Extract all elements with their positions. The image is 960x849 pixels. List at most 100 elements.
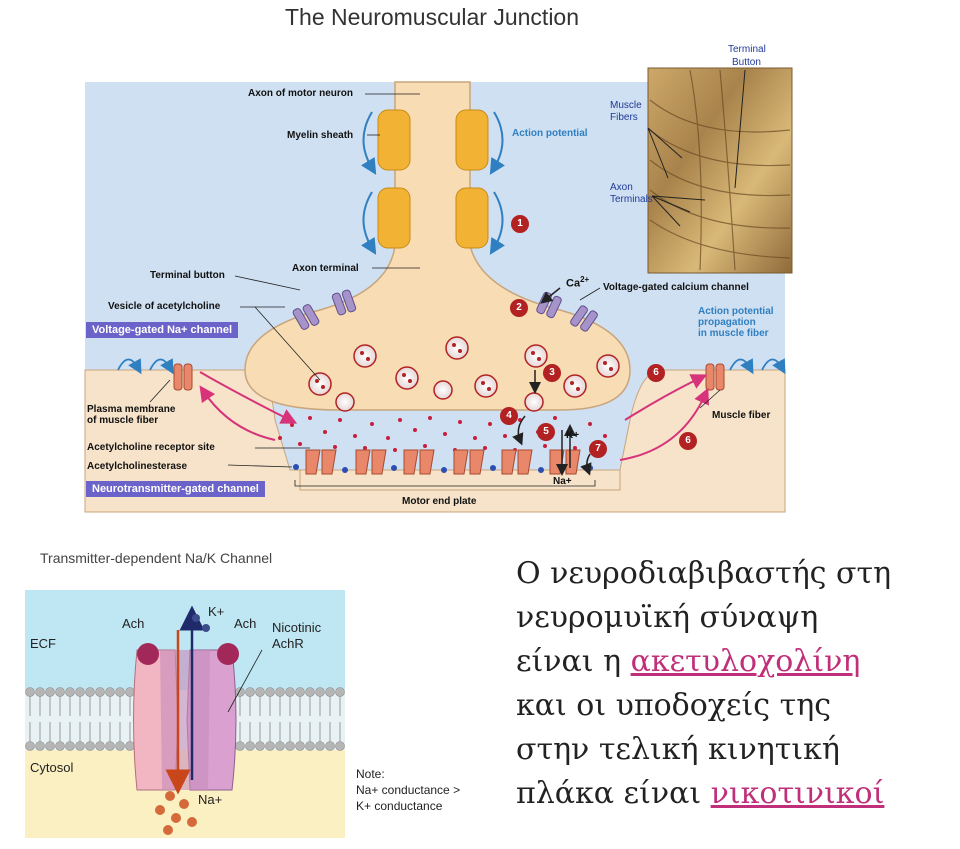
label-ap-propagation-3: in muscle fiber [698, 328, 769, 339]
lipid-head [65, 741, 75, 751]
label-cytosol: Cytosol [30, 760, 74, 775]
label-motor-end-plate: Motor end plate [402, 496, 477, 507]
label-ach-right: Ach [234, 616, 257, 631]
photo-label-fibers: Fibers [610, 112, 638, 123]
step-marker: 6 [647, 364, 665, 382]
label-axon: Axon of motor neuron [248, 88, 353, 99]
lipid-head [65, 687, 75, 697]
label-ap-propagation-2: propagation [698, 317, 756, 328]
greek-caption: Ο νευροδιαβιβαστής στη νευρομυϊκή σύναψη… [516, 552, 960, 816]
step-marker: 5 [537, 423, 555, 441]
label-ecf: ECF [30, 636, 56, 651]
label-plasma-membrane-1: Plasma membrane [87, 404, 176, 415]
note-line-2: Na+ conductance > [356, 783, 461, 797]
lipid-head [315, 741, 325, 751]
acetylcholine-link[interactable]: ακετυλοχολίνη [630, 644, 861, 679]
caption-line: είναι η ακετυλοχολίνη [516, 644, 861, 679]
lipid-head [115, 741, 125, 751]
label-plasma-membrane-2: of muscle fiber [87, 415, 159, 426]
note-line-1: Note: [356, 767, 385, 781]
label-terminal-button: Terminal button [150, 270, 225, 281]
caption-line: πλάκα είναι νικοτινικοί [516, 776, 885, 811]
step-marker: 3 [543, 364, 561, 382]
caption-line: Ο νευροδιαβιβαστής στη [516, 556, 892, 591]
lipid-head [255, 687, 265, 697]
label-vg-calcium-channel: Voltage-gated calcium channel [603, 282, 749, 293]
label-myelin: Myelin sheath [287, 130, 354, 141]
lipid-head [265, 687, 275, 697]
photo-label-muscle: Muscle [610, 100, 642, 111]
figure-title: The Neuromuscular Junction [284, 4, 580, 30]
lipid-head [55, 687, 65, 697]
caption-line: και οι υποδοχείς της [516, 688, 831, 723]
lipid-head [325, 741, 335, 751]
micrograph-photo [647, 67, 793, 274]
label-channel-k: K+ [208, 604, 225, 619]
lipid-head [105, 741, 115, 751]
channel-figure-title: Transmitter-dependent Na/K Channel [40, 550, 273, 566]
lipid-head [315, 687, 325, 697]
step-marker: 6 [679, 432, 697, 450]
label-muscle-fiber: Muscle fiber [712, 410, 771, 421]
lipid-head [105, 687, 115, 697]
lipid-head [295, 741, 305, 751]
step-marker: 7 [589, 440, 607, 458]
label-na-plus: Na+ [553, 476, 572, 487]
note-line-3: K+ conductance [356, 799, 443, 813]
lipid-head [335, 741, 345, 751]
lipid-head [335, 687, 345, 697]
lipid-head [295, 687, 305, 697]
step-marker: 2 [510, 299, 528, 317]
lipid-head [85, 741, 95, 751]
label-achr: AchR [272, 636, 304, 651]
label-channel-na: Na+ [198, 792, 223, 807]
lipid-head [75, 687, 85, 697]
step-marker: 4 [500, 407, 518, 425]
photo-label-terminals: Terminals [610, 194, 653, 205]
caption-line: στην τελική κινητική [516, 732, 840, 767]
lipid-head [125, 687, 135, 697]
lipid-head [325, 687, 335, 697]
lipid-head [305, 741, 315, 751]
label-ap-propagation-1: Action potential [698, 306, 774, 317]
label-nt-gated-channel: Neurotransmitter-gated channel [86, 481, 265, 497]
lipid-head [25, 741, 35, 751]
photo-label-button: Button [732, 57, 761, 68]
lipid-head [25, 687, 35, 697]
lipid-head [95, 741, 105, 751]
lipid-head [85, 687, 95, 697]
photo-label-axon: Axon [610, 182, 633, 193]
lipid-head [95, 687, 105, 697]
caption-line: νευρομυϊκή σύναψη [516, 600, 819, 635]
photo-label-terminal: Terminal [728, 44, 766, 55]
step-marker: 1 [511, 215, 529, 233]
nicotinic-link[interactable]: νικοτινικοί [710, 776, 885, 811]
lipid-head [75, 741, 85, 751]
label-nicotinic: Nicotinic [272, 620, 322, 635]
lipid-head [305, 687, 315, 697]
lipid-head [265, 741, 275, 751]
lipid-head [125, 741, 135, 751]
lipid-head [35, 687, 45, 697]
label-axon-terminal: Axon terminal [292, 263, 359, 274]
lipid-head [285, 687, 295, 697]
label-vesicle: Vesicle of acetylcholine [108, 301, 221, 312]
label-acetylcholinesterase: Acetylcholinesterase [87, 461, 188, 472]
lipid-head [275, 687, 285, 697]
lipid-head [45, 741, 55, 751]
lipid-head [285, 741, 295, 751]
lipid-head [275, 741, 285, 751]
lipid-head [235, 741, 245, 751]
lipid-head [115, 687, 125, 697]
lipid-head [55, 741, 65, 751]
label-ach-left: Ach [122, 616, 145, 631]
lipid-head [45, 687, 55, 697]
lipid-head [35, 741, 45, 751]
label-action-potential: Action potential [512, 128, 588, 139]
lipid-head [245, 687, 255, 697]
lipid-head [245, 741, 255, 751]
lipid-head [255, 741, 265, 751]
label-k-plus: K+ [566, 430, 580, 441]
label-ca: Ca2+ [566, 275, 590, 290]
